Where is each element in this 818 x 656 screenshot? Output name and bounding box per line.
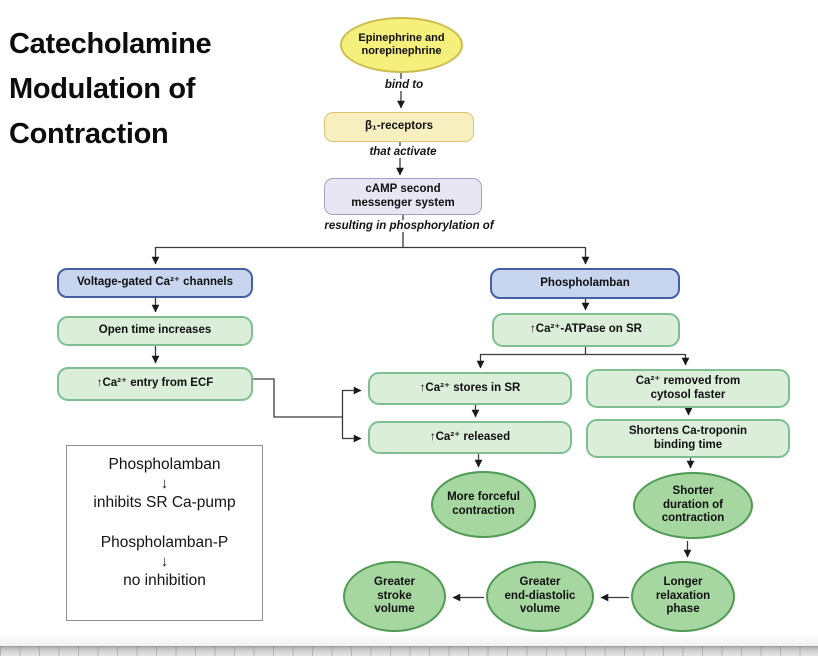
node-ca-entry-ecf: ↑Ca²⁺ entry from ECF: [57, 367, 253, 401]
title-line-2: Modulation of: [9, 73, 196, 105]
phospholamban-note-box: Phospholamban ↓ inhibits SR Ca-pump Phos…: [66, 445, 263, 621]
node-ca-atpase-sr: ↑Ca²⁺-ATPase on SR: [492, 313, 680, 347]
label-that-activate: that activate: [358, 146, 448, 158]
node-greater-end-diastolic: Greater end-diastolic volume: [486, 561, 594, 632]
node-camp-system: cAMP second messenger system: [324, 178, 482, 215]
node-phospholamban: Phospholamban: [490, 268, 680, 299]
title-line-3: Contraction: [9, 118, 169, 150]
node-shorter-duration: Shorter duration of contraction: [633, 472, 753, 539]
node-open-time-increases: Open time increases: [57, 316, 253, 346]
node-ca-stores-sr: ↑Ca²⁺ stores in SR: [368, 372, 572, 405]
label-resulting-phosphorylation: resulting in phosphorylation of: [302, 220, 516, 232]
node-longer-relaxation: Longer relaxation phase: [631, 561, 735, 632]
note-line-no-inhibition: no inhibition: [123, 572, 206, 590]
node-voltage-gated-channels: Voltage-gated Ca²⁺ channels: [57, 268, 253, 298]
filmstrip-timeline-bar[interactable]: [0, 646, 818, 656]
bottom-gradient-strip: [0, 633, 818, 646]
title-line-1: Catecholamine: [9, 28, 212, 60]
node-ca-released: ↑Ca²⁺ released: [368, 421, 572, 454]
down-arrow-icon: ↓: [160, 553, 169, 571]
node-shortens-troponin: Shortens Ca-troponin binding time: [586, 419, 790, 458]
node-epinephrine: Epinephrine and norepinephrine: [340, 17, 463, 73]
note-line-phospholamban: Phospholamban: [108, 456, 221, 473]
line-caentry-elbow: [253, 378, 342, 418]
node-more-forceful-contraction: More forceful contraction: [431, 471, 536, 538]
node-ca-removed-cytosol: Ca²⁺ removed from cytosol faster: [586, 369, 790, 408]
node-greater-stroke-volume: Greater stroke volume: [343, 561, 446, 632]
down-arrow-icon: ↓: [160, 475, 169, 493]
page-title: Catecholamine Modulation of Contraction: [9, 22, 279, 157]
node-beta1-receptors: β₁-receptors: [324, 112, 474, 142]
note-line-phospholamban-p: Phospholamban-P: [100, 534, 229, 552]
note-line-inhibits: inhibits SR Ca-pump: [93, 494, 236, 512]
label-bind-to: bind to: [376, 79, 432, 91]
